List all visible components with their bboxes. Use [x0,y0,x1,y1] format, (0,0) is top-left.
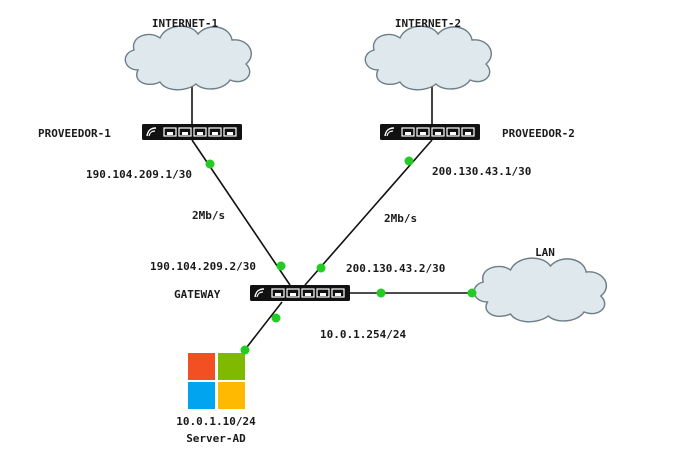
connector-dot-p2-wan [404,156,414,166]
internet-2-cloud [364,25,492,91]
connector-dot-gw-wan1 [276,261,286,271]
logo-yellow-square [218,382,245,409]
logo-green-square [218,353,245,380]
gateway-label: GATEWAY [174,288,221,301]
proveedor-2-router [379,123,481,141]
proveedor-2-label: PROVEEDOR-2 [502,127,575,140]
internet-1-cloud [124,25,252,91]
proveedor-1-label: PROVEEDOR-1 [38,127,111,140]
proveedor-1-router [141,123,243,141]
connector-dot-gw-wan2 [316,263,326,273]
p1-wan-address: 190.104.209.1/30 [86,168,192,181]
p2-wan-address: 200.130.43.1/30 [432,165,531,178]
gw-lan-address: 10.0.1.254/24 [320,328,406,341]
connector-dot-gw-lan [376,288,386,298]
internet-1-label: INTERNET-1 [152,17,219,30]
internet-2-label: INTERNET-2 [395,17,461,30]
logo-red-square [188,353,215,380]
gw-wan1-address: 190.104.209.2/30 [150,260,256,273]
connector-dot-gw-server [271,313,281,323]
logo-blue-square [188,382,215,409]
server-name: Server-AD [186,432,246,445]
connector-dot-p1-wan [205,159,215,169]
lan-label: LAN [535,246,555,259]
server-ip-address: 10.0.1.10/24 [176,415,256,428]
bandwidth-link-1: 2Mb/s [192,209,225,222]
gateway-router [249,284,351,302]
lan-cloud [473,257,608,323]
bandwidth-link-2: 2Mb/s [384,212,417,225]
connector-dot-server [240,345,250,355]
gw-wan2-address: 200.130.43.2/30 [346,262,445,275]
connector-dot-lan [467,288,477,298]
server-ad-windows-icon [188,353,245,409]
